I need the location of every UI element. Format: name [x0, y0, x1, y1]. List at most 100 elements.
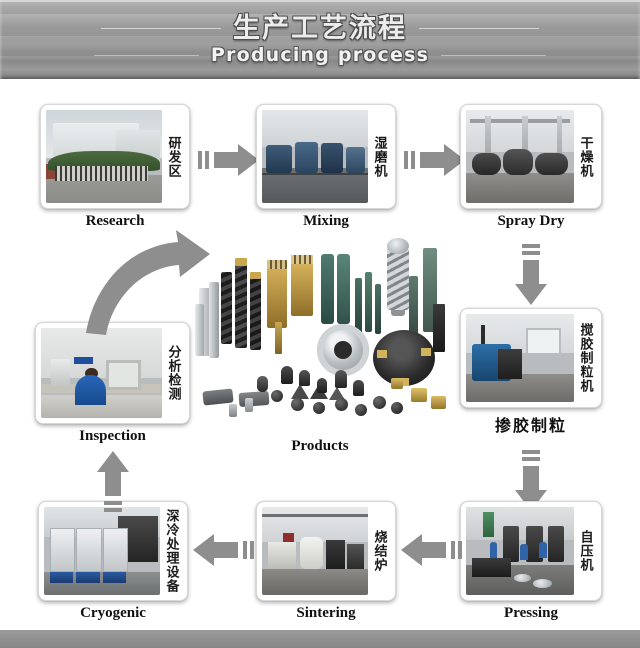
step-caption-sintering: Sintering — [296, 605, 356, 621]
product-rod-e — [375, 284, 381, 334]
arrow-sintering-to-cryogenic — [192, 530, 254, 570]
title-row-chinese: 生产工艺流程 — [0, 13, 640, 44]
step-card-cryogenic[interactable]: 深冷处理设备 — [38, 501, 188, 601]
product-gold-core-drill-2 — [291, 260, 313, 316]
product-drill-gold-tip-1 — [235, 258, 247, 266]
step-photo-cryogenic — [44, 507, 160, 595]
arrow-pressing-to-sintering — [400, 530, 462, 570]
product-button-tip-6 — [257, 376, 268, 392]
product-button-tip-3 — [317, 378, 327, 393]
product-button-tip-11 — [355, 404, 367, 416]
step-card-sintering[interactable]: 烧结炉 — [256, 501, 396, 601]
product-endmill-3 — [195, 304, 204, 356]
product-button-tip-10 — [335, 398, 348, 411]
step-card-spray-dry[interactable]: 干燥机 — [460, 104, 602, 209]
footer-band — [0, 630, 640, 648]
product-gold-insert-2 — [431, 396, 446, 409]
header-title-group: 生产工艺流程 Producing process — [0, 0, 640, 79]
product-endmill-2 — [209, 282, 219, 358]
product-button-tip-2 — [299, 370, 310, 386]
products-collage — [195, 238, 446, 428]
center-caption-products: Products — [291, 438, 349, 454]
title-rule-right — [419, 27, 539, 29]
step-card-granulating[interactable]: 搅胶制粒机 — [460, 308, 602, 408]
header-top-edge — [0, 0, 640, 2]
product-face-mill-1 — [373, 330, 435, 386]
arrow-research-to-mixing — [198, 140, 260, 180]
product-drill-gold-tip-2 — [250, 272, 261, 279]
step-caption-granulating: 掺胶制粒 — [494, 416, 567, 435]
step-vertical-label-research: 研发区 — [165, 135, 181, 178]
step-vertical-label-pressing: 自压机 — [577, 530, 593, 572]
header-left-edge — [0, 0, 3, 79]
step-photo-granulating — [466, 314, 574, 402]
page-title-chinese: 生产工艺流程 — [233, 12, 407, 44]
product-twist-drill-2 — [235, 262, 247, 348]
step-card-pressing[interactable]: 自压机 — [460, 501, 602, 601]
step-photo-pressing — [466, 507, 574, 595]
product-gold-insert-3 — [391, 378, 403, 389]
product-gold-shank — [275, 322, 282, 354]
product-twist-drill-3 — [250, 276, 261, 350]
step-vertical-label-cryogenic: 深冷处理设备 — [163, 509, 179, 593]
product-triangle-insert-1 — [291, 384, 309, 399]
header-right-edge — [637, 0, 640, 79]
step-caption-spray-dry: Spray Dry — [497, 213, 565, 229]
product-face-mill-1-insert-c — [399, 378, 409, 386]
step-caption-mixing: Mixing — [303, 213, 349, 229]
product-blank-bar-2 — [238, 390, 270, 408]
product-button-tip-9 — [313, 402, 325, 414]
header-banner: 生产工艺流程 Producing process — [0, 0, 640, 79]
arrow-spray-dry-to-granulating — [511, 244, 551, 306]
title-row-english: Producing process — [0, 44, 640, 67]
product-rod-a — [321, 254, 334, 324]
product-face-mill-1-insert-b — [421, 348, 431, 356]
step-card-mixing[interactable]: 湿磨机 — [256, 104, 396, 209]
product-shell-mill-body — [433, 304, 445, 352]
step-vertical-label-spray-dry: 干燥机 — [577, 135, 593, 178]
subtitle-rule-left — [93, 54, 199, 56]
step-photo-spray-dry — [466, 110, 574, 203]
product-rod-c — [355, 278, 362, 334]
product-slotting-disc-hub — [334, 341, 352, 359]
product-screw-1 — [245, 398, 253, 412]
product-button-tip-1 — [281, 366, 293, 384]
step-photo-inspection — [41, 328, 162, 418]
product-button-tip-4 — [335, 370, 347, 388]
product-screw-2 — [229, 404, 237, 417]
arrow-granulating-to-pressing — [511, 450, 551, 512]
product-triangle-insert-3 — [329, 387, 345, 400]
step-caption-inspection: Inspection — [79, 428, 146, 444]
step-vertical-label-granulating: 搅胶制粒机 — [577, 323, 593, 393]
product-button-tip-5 — [353, 380, 364, 396]
product-auger-flight — [387, 248, 409, 310]
step-caption-research: Research — [85, 213, 145, 229]
product-button-tip-13 — [391, 402, 403, 414]
step-photo-research — [46, 110, 162, 203]
step-card-research[interactable]: 研发区 — [40, 104, 190, 209]
step-caption-pressing: Pressing — [504, 605, 558, 621]
step-vertical-label-inspection: 分析检测 — [165, 345, 181, 401]
product-gold-core-drill-1 — [267, 264, 287, 328]
step-vertical-label-mixing: 湿磨机 — [371, 135, 387, 178]
page-title-english: Producing process — [210, 43, 430, 66]
product-gold-core-teeth-2 — [291, 255, 313, 264]
arrow-cryogenic-to-inspection — [93, 450, 133, 512]
product-gold-insert-1 — [411, 388, 427, 402]
product-twist-drill-1 — [221, 272, 232, 344]
product-button-tip-7 — [271, 390, 283, 402]
subtitle-rule-right — [441, 54, 547, 56]
product-carbide-rod-2 — [409, 276, 418, 334]
product-blank-bar-1 — [202, 388, 234, 406]
product-gold-core-teeth-1 — [267, 260, 287, 269]
step-caption-cryogenic: Cryogenic — [80, 605, 146, 621]
product-button-tip-12 — [373, 396, 386, 409]
product-rod-d — [365, 272, 372, 332]
arrow-inspection-to-products-curved — [84, 228, 219, 338]
arrow-mixing-to-spray-dry — [404, 140, 466, 180]
product-auger-head — [387, 238, 409, 254]
title-rule-left — [101, 27, 221, 29]
step-vertical-label-sintering: 烧结炉 — [371, 530, 387, 572]
step-card-inspection[interactable]: 分析检测 — [35, 322, 190, 424]
